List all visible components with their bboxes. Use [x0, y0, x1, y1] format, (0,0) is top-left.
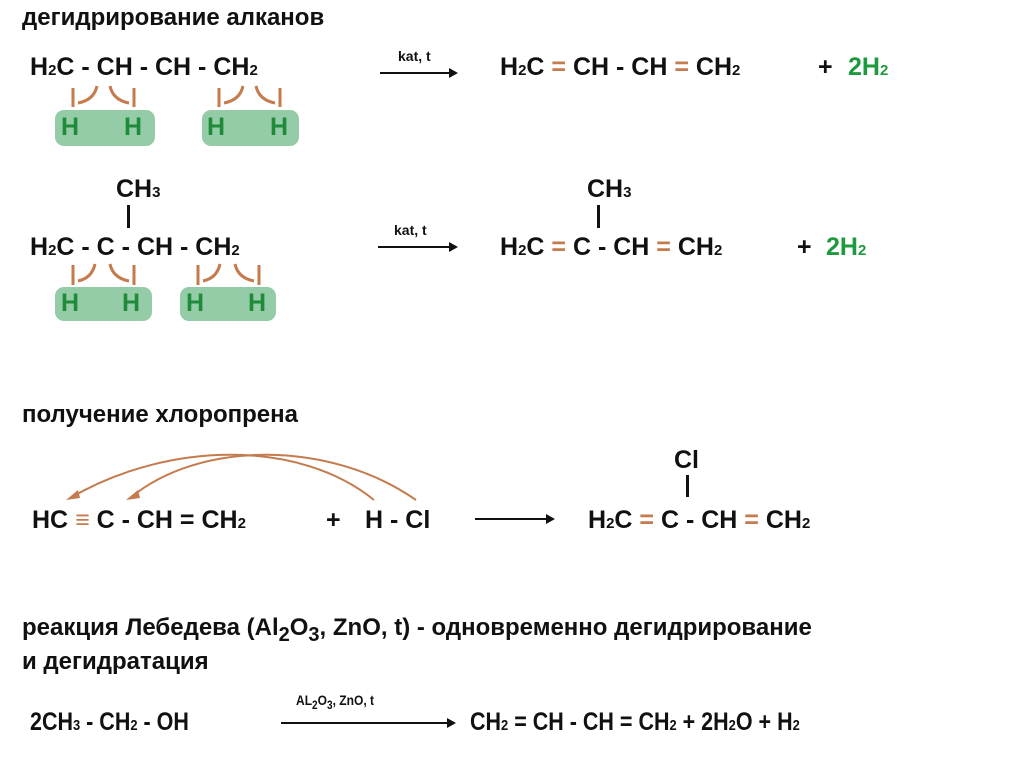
- eq4-reactant: 2CH3 - CH2 - OH: [30, 707, 189, 741]
- eq4-condition: AL2O3, ZnO, t: [296, 692, 375, 712]
- eq2-product-branch: CH3: [587, 175, 632, 203]
- hydrogen-atom: H: [122, 289, 141, 317]
- eq1-plus: +: [818, 53, 833, 81]
- eq3-reagent: H - Cl: [365, 506, 431, 534]
- eq2-arrow: [378, 242, 458, 252]
- eq1-condition: kat, t: [398, 48, 431, 64]
- eq2-product: H2C = C - CH = CH2: [500, 232, 722, 266]
- highlighted-bond: ≡: [75, 506, 90, 534]
- eq2-condition: kat, t: [394, 222, 427, 238]
- highlighted-bond: =: [744, 506, 759, 534]
- formula-segment: H2C - CH - CH - CH2: [30, 53, 258, 81]
- formula-segment: CH2: [688, 53, 741, 81]
- eq4-arrow: [281, 718, 456, 728]
- eq1-product: H2C = CH - CH = CH2: [500, 52, 740, 86]
- formula-segment: C - CH: [566, 233, 657, 261]
- highlighted-bond: =: [674, 53, 689, 81]
- hydrogen-pair-box: [202, 110, 299, 146]
- eq2-byproduct: 2H2: [826, 233, 867, 261]
- eq1-reactant: H2C - CH - CH - CH2: [30, 52, 258, 86]
- highlighted-bond: =: [551, 53, 567, 81]
- formula-segment: CH2: [758, 506, 811, 534]
- eq2-reactant: H2C - C - CH - CH2: [30, 232, 240, 266]
- hydrogen-atom: H: [61, 113, 80, 141]
- eq3-plus: +: [326, 506, 341, 534]
- eq2-reactant-branch: CH3: [116, 175, 161, 203]
- eq1-byproduct: 2H2: [848, 53, 889, 81]
- hydrogen-atom: H: [124, 113, 143, 141]
- highlighted-bond: =: [656, 233, 671, 261]
- formula-segment: H2C: [500, 53, 552, 81]
- formula-segment: HC: [32, 506, 76, 534]
- formula-segment: C - CH: [654, 506, 745, 534]
- eq2-plus: +: [797, 233, 812, 261]
- bond-line: [597, 205, 600, 228]
- formula-segment: C - CH = CH2: [89, 506, 246, 534]
- eq3-arrow: [475, 514, 555, 524]
- hydrogen-atom: H: [186, 289, 205, 317]
- eq4-product: CH2 = CH - CH = CH2 + 2H2O + H2: [470, 707, 800, 741]
- eq3-product: H2C = C - CH = CH2: [588, 505, 810, 539]
- formula-segment: H2C: [500, 233, 552, 261]
- highlighted-bond: =: [551, 233, 567, 261]
- section-title-lebedev-line2: и дегидратация: [22, 648, 209, 675]
- formula-segment: CH2: [670, 233, 723, 261]
- section-title-lebedev-line1: реакция Лебедева (Al2O3, ZnO, t) - однов…: [22, 614, 812, 646]
- bond-line: [127, 205, 130, 228]
- formula-segment: 2CH3 - CH2 - OH: [30, 708, 189, 736]
- eq1-arrow: [380, 68, 458, 78]
- formula-segment: H2C: [588, 506, 640, 534]
- formula-segment: H2C - C - CH - CH2: [30, 233, 240, 261]
- hydrogen-atom: H: [207, 113, 226, 141]
- hydrogen-pair-box: [55, 287, 152, 321]
- formula-segment: CH2 = CH - CH = CH2 + 2H2O + H2: [470, 708, 800, 736]
- bond-line: [686, 475, 689, 497]
- section-title-chloroprene: получение хлоропрена: [22, 401, 298, 428]
- hydrogen-pair-box: [55, 110, 155, 146]
- section-title-dehydrogenation: дегидрирование алканов: [22, 4, 325, 31]
- formula-segment: CH - CH: [566, 53, 675, 81]
- hydrogen-atom: H: [248, 289, 267, 317]
- hydrogen-atom: H: [270, 113, 289, 141]
- eq3-product-branch: Cl: [674, 446, 699, 474]
- highlighted-bond: =: [639, 506, 655, 534]
- hydrogen-pair-box: [180, 287, 276, 321]
- hydrogen-atom: H: [61, 289, 80, 317]
- eq3-reactant: HC ≡ C - CH = CH2: [32, 505, 246, 539]
